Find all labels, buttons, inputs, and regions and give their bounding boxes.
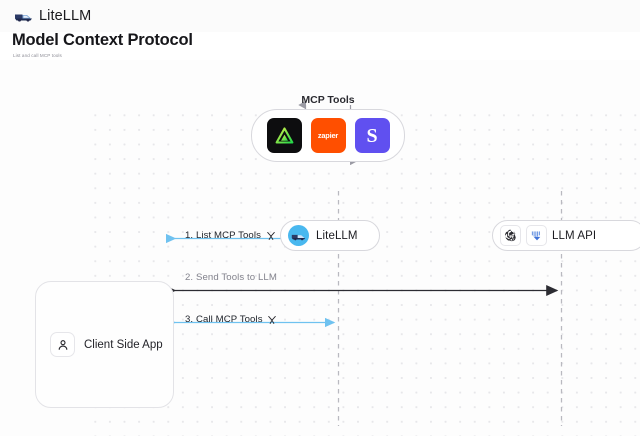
litellm-node-label: LiteLLM	[316, 229, 358, 242]
step-1-text: 1. List MCP Tools	[185, 230, 261, 241]
client-side-app-label: Client Side App	[84, 338, 163, 351]
mcp-tools-group[interactable]: zapier S	[251, 109, 405, 162]
litellm-node[interactable]: LiteLLM	[280, 220, 380, 251]
zapier-wordmark-icon: zapier	[317, 131, 339, 140]
apify-triangle-icon	[275, 127, 293, 144]
anthropic-icon	[526, 225, 547, 246]
page-title: Model Context Protocol	[12, 31, 193, 49]
wrench-icon	[267, 314, 278, 325]
litellm-avatar-icon	[288, 225, 309, 246]
user-icon	[50, 332, 75, 357]
openai-icon	[500, 225, 521, 246]
step-2-label: 2. Send Tools to LLM	[185, 272, 277, 283]
dot-grid-background	[88, 108, 640, 436]
step-2-text: 2. Send Tools to LLM	[185, 272, 277, 283]
apify-tool-tile[interactable]	[266, 118, 302, 153]
mcp-tools-label: MCP Tools	[301, 94, 355, 106]
llm-api-node-label: LLM API	[552, 229, 597, 242]
step-1-label: 1. List MCP Tools	[185, 230, 276, 241]
brand-bar: LiteLLM	[0, 0, 640, 32]
truck-icon	[15, 14, 32, 22]
step-3-label: 3. Call MCP Tools	[185, 314, 278, 325]
client-side-app-node[interactable]: Client Side App	[35, 281, 174, 408]
stripe-s-icon: S	[366, 124, 378, 147]
zapier-tool-tile[interactable]: zapier	[310, 118, 346, 153]
step-3-text: 3. Call MCP Tools	[185, 314, 263, 325]
stripe-tool-tile[interactable]: S	[354, 118, 390, 153]
wrench-icon	[265, 230, 276, 241]
llm-api-node[interactable]: LLM API	[492, 220, 640, 251]
diagram-canvas: MCP Tools zapier S	[0, 60, 640, 436]
brand-name: LiteLLM	[39, 8, 92, 24]
page-subtitle: List and call MCP tools	[13, 53, 62, 58]
